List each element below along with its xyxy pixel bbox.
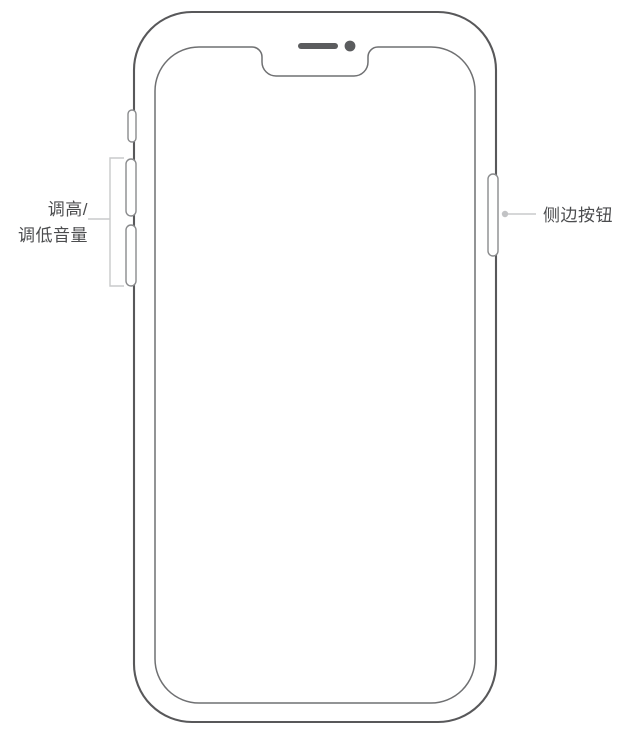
side-button-callout-dot [501,210,509,218]
side-button-callout-label: 侧边按钮 [543,206,613,225]
volume-callout-line2: 调低音量 [18,226,88,245]
ring-silent-switch[interactable] [127,109,137,143]
screen-outline [154,46,476,704]
volume-callout-bracket [109,157,124,287]
volume-callout-line1: 调高/ [48,200,88,219]
earpiece-speaker-icon [298,43,338,49]
volume-up-button[interactable] [125,158,137,217]
side-button-hardware[interactable] [487,173,499,257]
front-camera-icon [344,40,356,52]
volume-down-button[interactable] [125,224,137,287]
